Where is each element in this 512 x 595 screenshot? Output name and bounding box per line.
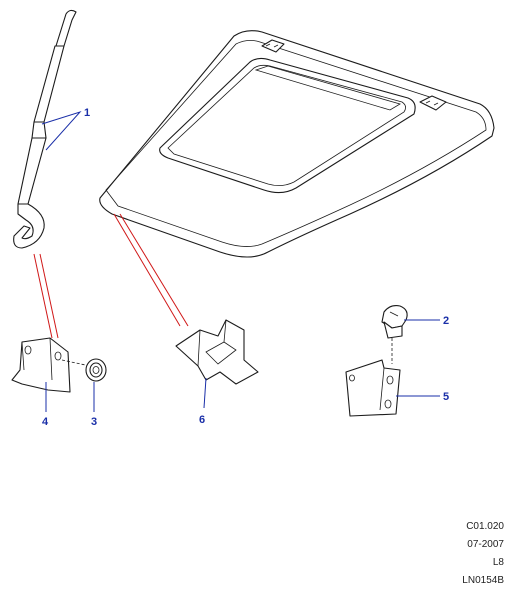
hinge-bracket-right bbox=[345, 338, 401, 417]
clip bbox=[381, 305, 408, 339]
meta-illustration-id: LN0154B bbox=[462, 575, 504, 586]
callout-2: 2 bbox=[404, 315, 449, 327]
grommet bbox=[85, 358, 107, 382]
meta-model: L8 bbox=[492, 557, 504, 568]
hood-panel bbox=[99, 30, 495, 258]
callout-3: 3 bbox=[91, 382, 97, 428]
red-leaders bbox=[33, 213, 189, 339]
callout-1: 1 bbox=[41, 107, 90, 151]
callout-6-label: 6 bbox=[199, 414, 205, 426]
callout-1-label: 1 bbox=[84, 107, 90, 119]
callout-3-label: 3 bbox=[91, 416, 97, 428]
prop-rod bbox=[13, 9, 77, 249]
meta-date: 07-2007 bbox=[467, 539, 504, 550]
callout-4: 4 bbox=[42, 382, 49, 428]
callout-6: 6 bbox=[199, 377, 207, 426]
meta-code: C01.020 bbox=[466, 521, 504, 532]
callout-2-label: 2 bbox=[443, 315, 449, 327]
callout-5-label: 5 bbox=[443, 391, 449, 403]
callout-5: 5 bbox=[396, 391, 449, 403]
support-bracket bbox=[175, 319, 259, 385]
hinge-bracket-left bbox=[11, 337, 91, 393]
callout-4-label: 4 bbox=[42, 416, 49, 428]
